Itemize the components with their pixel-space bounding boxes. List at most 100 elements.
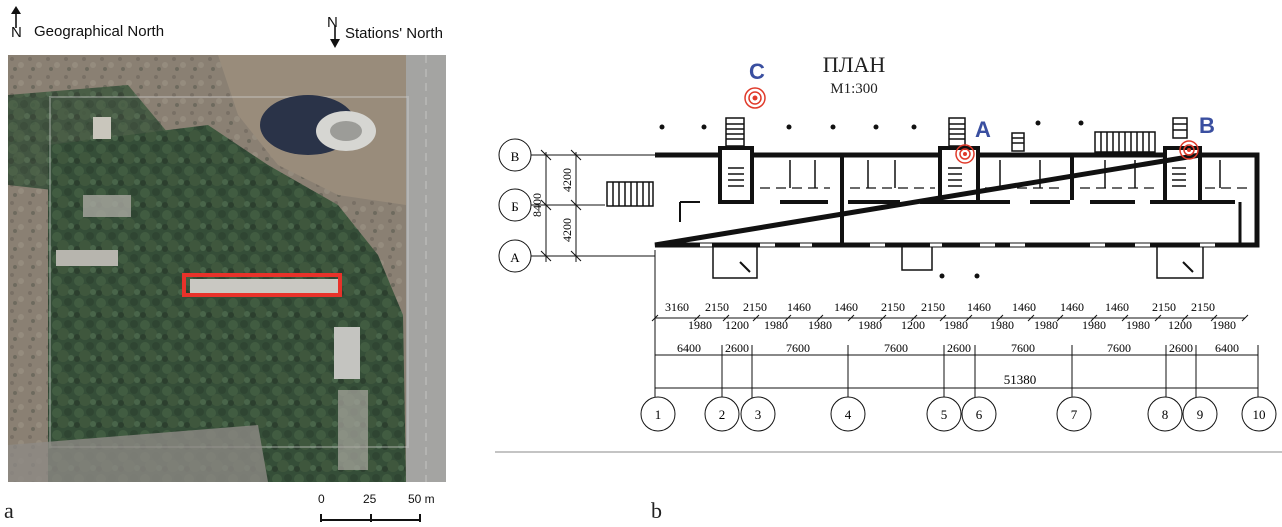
dim-top-label: 3160 bbox=[665, 300, 689, 314]
column-axis-circle bbox=[1182, 396, 1218, 432]
dim-top-label: 2150 bbox=[1191, 300, 1215, 314]
dim-tick bbox=[1090, 314, 1098, 322]
dim-bottom-label: 1980 bbox=[1082, 318, 1106, 332]
dim-bottom-label: 1980 bbox=[944, 318, 968, 332]
dim-axis-label: 6400 bbox=[1215, 341, 1239, 355]
row-axis-v: В bbox=[511, 149, 520, 164]
column-axis-circle bbox=[640, 396, 676, 432]
dim-bottom-label: 1200 bbox=[1168, 318, 1192, 332]
panel-b-label: b bbox=[651, 498, 662, 523]
target-icon-a bbox=[955, 144, 975, 164]
station-north-label: Stations' North bbox=[345, 25, 443, 42]
column-axis-label: 1 bbox=[655, 407, 662, 422]
column-axis-label: 9 bbox=[1197, 407, 1204, 422]
dim-top-label: 2150 bbox=[921, 300, 945, 314]
marker-c-label: C bbox=[749, 59, 765, 84]
dim-tick bbox=[784, 314, 792, 322]
dim-tick bbox=[910, 314, 918, 322]
row-axis-a: А bbox=[510, 250, 520, 265]
column-axis-circle bbox=[926, 396, 962, 432]
dim-top-label: 1460 bbox=[967, 300, 991, 314]
row-dim-total: 8400 bbox=[530, 193, 544, 217]
column-axis-label: 5 bbox=[941, 407, 948, 422]
building-walls bbox=[654, 146, 1260, 248]
geo-north-letter: N bbox=[11, 24, 22, 41]
dim-tick bbox=[847, 314, 855, 322]
dim-tick bbox=[965, 314, 973, 322]
column-axis-circle bbox=[740, 396, 776, 432]
dim-axis-label: 7600 bbox=[786, 341, 810, 355]
station-north-letter: N bbox=[327, 14, 338, 31]
scale-tick-25: 25 bbox=[363, 492, 377, 506]
station-north-arrow-icon bbox=[328, 26, 342, 48]
dimension-lines bbox=[654, 250, 1259, 400]
dim-tick bbox=[1241, 314, 1249, 322]
target-icon-c bbox=[744, 87, 766, 109]
dim-bottom-label: 1980 bbox=[1212, 318, 1236, 332]
row-axis-b: Б bbox=[511, 199, 518, 214]
dimension-labels-top: 3160 2150 2150 1460 1460 2150 2150 1460 1460 1460… bbox=[665, 300, 1215, 314]
dim-bottom-label: 1200 bbox=[901, 318, 925, 332]
column-axis-label: 8 bbox=[1162, 407, 1169, 422]
ramp-top bbox=[1094, 131, 1156, 153]
dim-top-label: 1460 bbox=[1060, 300, 1084, 314]
dim-bottom-label: 1980 bbox=[688, 318, 712, 332]
panel-a-label: a bbox=[4, 498, 14, 523]
total-length: 51380 bbox=[1004, 372, 1037, 387]
marker-a-label: A bbox=[975, 117, 991, 142]
dim-bottom-label: 1200 bbox=[725, 318, 749, 332]
dim-tick bbox=[879, 314, 887, 322]
dim-bottom-label: 1980 bbox=[808, 318, 832, 332]
plan-title: ПЛАН bbox=[823, 52, 886, 77]
dim-top-label: 2150 bbox=[881, 300, 905, 314]
dim-bottom-label: 1980 bbox=[990, 318, 1014, 332]
geo-north-label: Geographical North bbox=[34, 23, 165, 40]
stair-top-right bbox=[1172, 117, 1188, 139]
row-dim-upper: 4200 bbox=[560, 168, 574, 192]
panel-b: ПЛАН M1:300 C bbox=[490, 40, 1282, 470]
dim-top-label: 2150 bbox=[743, 300, 767, 314]
dim-tick bbox=[1056, 314, 1064, 322]
dim-tick bbox=[1210, 314, 1218, 322]
column-axis-circle bbox=[704, 396, 740, 432]
dim-tick bbox=[1027, 314, 1035, 322]
dim-bottom-label: 1980 bbox=[1126, 318, 1150, 332]
column-axis-label: 6 bbox=[976, 407, 983, 422]
dim-axis-label: 7600 bbox=[884, 341, 908, 355]
dim-axis-label: 2600 bbox=[947, 341, 971, 355]
column-axis-label: 3 bbox=[755, 407, 762, 422]
dim-top-label: 1460 bbox=[1105, 300, 1129, 314]
target-icon-b bbox=[1179, 140, 1199, 160]
column-axis-circle bbox=[961, 396, 997, 432]
dim-axis-label: 7600 bbox=[1011, 341, 1035, 355]
dim-top-label: 2150 bbox=[1152, 300, 1176, 314]
aerial-photo bbox=[8, 55, 446, 482]
column-axis-label: 2 bbox=[719, 407, 726, 422]
dim-bottom-label: 1980 bbox=[764, 318, 788, 332]
dimension-ticks bbox=[651, 314, 1249, 322]
plan-scale: M1:300 bbox=[830, 81, 878, 97]
dim-top-label: 1460 bbox=[787, 300, 811, 314]
panel-a: N Geographical North N Stations' North bbox=[0, 0, 460, 524]
dim-top-label: 1460 bbox=[1012, 300, 1036, 314]
column-axis-circle bbox=[1056, 396, 1092, 432]
scale-tick-50: 50 m bbox=[408, 492, 435, 506]
dim-axis-label: 6400 bbox=[677, 341, 701, 355]
dim-tick bbox=[1154, 314, 1162, 322]
dim-tick bbox=[939, 314, 947, 322]
column-axis-label: 4 bbox=[845, 407, 852, 422]
geo-north-arrow-icon bbox=[9, 6, 23, 28]
scale-bar bbox=[320, 508, 422, 522]
dim-tick bbox=[651, 314, 659, 322]
bottom-bays bbox=[712, 247, 1204, 279]
stair-left-entrance bbox=[606, 181, 654, 207]
dim-axis-label: 2600 bbox=[725, 341, 749, 355]
column-dots-bottom bbox=[939, 273, 980, 279]
column-axis-label: 10 bbox=[1253, 407, 1266, 422]
stair-top-small bbox=[1011, 132, 1025, 152]
dim-tick bbox=[722, 314, 730, 322]
column-axis-circle bbox=[1147, 396, 1183, 432]
column-axis-circle bbox=[1241, 396, 1277, 432]
